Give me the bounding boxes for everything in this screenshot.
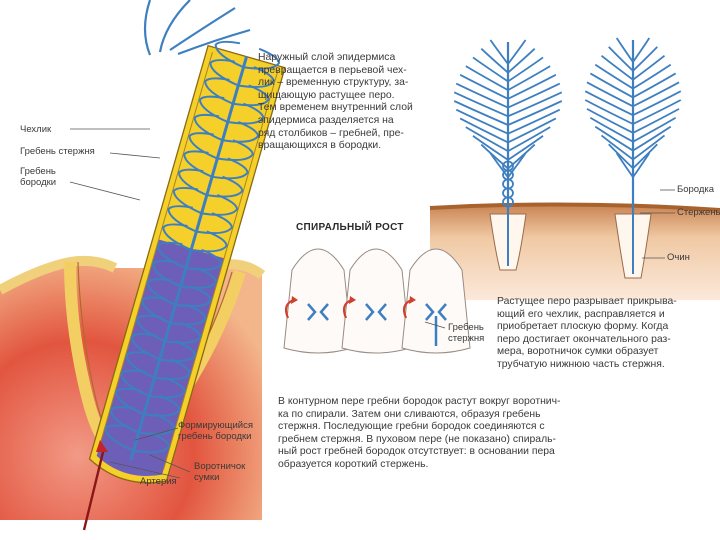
feather-barb <box>633 47 657 71</box>
label-line: Воротничок <box>194 461 245 472</box>
artery-label: Артерия <box>140 476 177 487</box>
spiral-growth-heading: СПИРАЛЬНЫЙ РОСТ <box>296 222 404 233</box>
feather-tip-filaments <box>145 0 250 55</box>
forming-ridge-label: Формирующийся гребень бородки <box>178 420 253 442</box>
intro-line: превращается в перьевой чех- <box>258 65 450 78</box>
intro-line: эпидермиса разделяется на <box>258 115 450 128</box>
intro-line: Наружный слой эпидермиса <box>258 52 450 65</box>
barb-label: Бородка <box>677 184 714 195</box>
collar-label: Воротничок сумки <box>194 461 245 483</box>
right-line: ющий его чехлик, расправляется и <box>497 309 711 322</box>
feather-barb <box>601 56 633 80</box>
shaft-ridge-label: Гребень стержня <box>448 322 484 344</box>
bottom-paragraph: В контурном пере гребни бородок растут в… <box>278 396 608 472</box>
feather-barb <box>609 47 633 71</box>
label-line: сумки <box>194 472 245 483</box>
sheath-label: Чехлик <box>20 124 51 135</box>
shaft-ridge-left-label: Гребень стержня <box>20 146 95 157</box>
barb-ridge-label: Гребень бородки <box>20 166 56 188</box>
feather-barb <box>508 57 543 81</box>
right-line: мера, воротничок сумки образует <box>497 346 711 359</box>
right-line: приобретает плоскую форму. Когда <box>497 321 711 334</box>
feather-barb <box>633 56 665 80</box>
shaft-label: Стержень <box>677 207 720 218</box>
bottom-line: стержня. Последующие гребни бородок соед… <box>278 421 608 434</box>
bottom-line: ный рост гребней бородок отсутствует: в … <box>278 446 608 459</box>
intro-line: щищающую растущее перо. <box>258 90 450 103</box>
feather-barb <box>473 57 508 81</box>
label-line: Гребень стержня <box>20 146 95 157</box>
intro-line: ряд столбиков – гребней, пре- <box>258 128 450 141</box>
bottom-line: В контурном пере гребни бородок растут в… <box>278 396 608 409</box>
bottom-line: образуется короткий стержень. <box>278 459 608 472</box>
right-line: перо достигает окончательного раз- <box>497 334 711 347</box>
label-line: стержня <box>448 333 484 344</box>
intro-line: лик – временную структуру, за- <box>258 77 450 90</box>
intro-paragraph: Наружный слой эпидермиса превращается в … <box>258 52 450 153</box>
spiral-growth-cones <box>284 249 470 353</box>
label-line: бородки <box>20 177 56 188</box>
label-line: гребень бородки <box>178 431 253 442</box>
intro-line: вращающихся в бородки. <box>258 140 450 153</box>
right-line: Растущее перо разрывает прикрыва- <box>497 296 711 309</box>
right-paragraph: Растущее перо разрывает прикрыва- ющий е… <box>497 296 711 372</box>
label-line: Гребень <box>448 322 484 333</box>
right-line: трубчатую нижнюю часть стержня. <box>497 359 711 372</box>
feather-barb <box>481 49 508 73</box>
bottom-line: ка по спирали. Затем они сливаются, обра… <box>278 409 608 422</box>
label-line: Гребень <box>20 166 56 177</box>
feather-barb <box>508 49 535 73</box>
intro-line: Тем временем внутренний слой <box>258 102 450 115</box>
bottom-line: гребнем стержня. В пуховом пере (не пока… <box>278 434 608 447</box>
mature-feathers <box>454 38 681 214</box>
calamus-label: Очин <box>667 252 690 263</box>
label-line: Формирующийся <box>178 420 253 431</box>
